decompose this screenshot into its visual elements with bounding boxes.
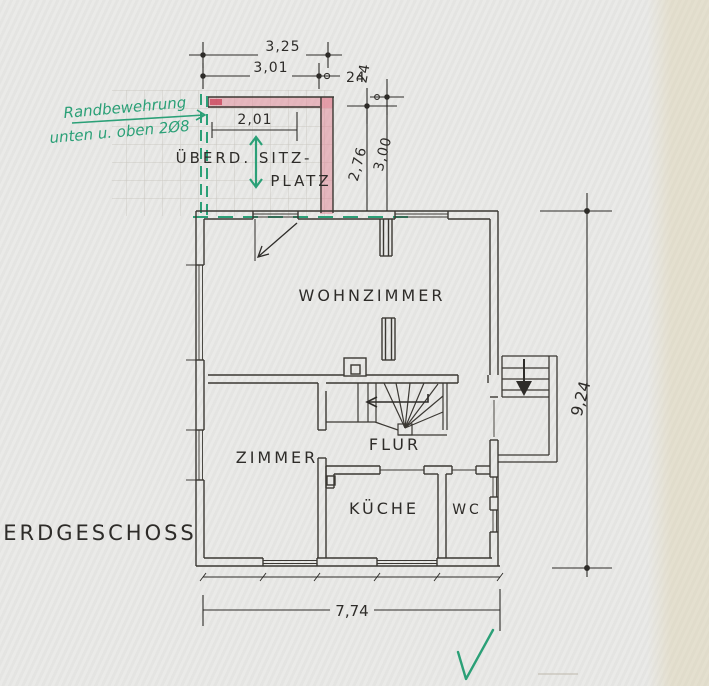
- dimension-text-seating-width: 2,01: [237, 112, 272, 128]
- dimension-marks: [186, 42, 612, 631]
- room-label-kueche: KÜCHE: [349, 499, 419, 518]
- stove-flue: [326, 475, 336, 486]
- dimension-text-depth-outer: 3,00: [371, 135, 396, 173]
- highlighted-wall-pink: [208, 97, 333, 214]
- entrance-steps: [498, 355, 558, 463]
- covered-seating-area: ÜBERD. SITZ- PLATZ: [112, 90, 413, 218]
- left-window-living: [198, 265, 203, 360]
- staircase: [326, 382, 448, 436]
- floor-title: ERDGESCHOSS: [3, 521, 197, 545]
- seating-label-line1: ÜBERD. SITZ-: [176, 148, 313, 167]
- stair-direction-arrow: [365, 394, 429, 408]
- note-arrow-icon: [71, 109, 207, 124]
- dimension-text-top-outer: 3,25: [265, 39, 300, 55]
- chimney: [343, 357, 367, 377]
- entrance-arrow-icon: [516, 359, 532, 396]
- tile-hatch: [112, 90, 332, 216]
- dimension-text-top-inner: 3,01: [253, 60, 288, 76]
- terrace-door-window: [253, 213, 298, 218]
- dimension-text-24b: 24: [354, 62, 373, 84]
- bottom-window-kitchen: [377, 560, 437, 564]
- bottom-window-room: [263, 560, 317, 564]
- top-window: [395, 213, 448, 218]
- room-label-flur: FLUR: [369, 435, 421, 454]
- flue-shaft-mid: [381, 317, 396, 361]
- double-arrow-icon: [249, 135, 263, 189]
- dimension-text-house-width: 7,74: [335, 602, 368, 620]
- door-swing-arrow: [254, 219, 298, 261]
- wc-window-b: [492, 510, 497, 532]
- dimension-text-24a: 24: [346, 70, 366, 86]
- interior-walls: [208, 219, 490, 558]
- checkmark-icon: [456, 628, 495, 681]
- room-label-wohnzimmer: WOHNZIMMER: [299, 286, 446, 305]
- room-label-zimmer: ZIMMER: [236, 448, 319, 467]
- seating-label-line2: PLATZ: [270, 172, 331, 190]
- house-walls: [195, 210, 500, 567]
- seating-wall-outline: [207, 96, 334, 213]
- flue-shaft-upper: [379, 219, 393, 257]
- dimension-text-house-depth: 9,24: [567, 379, 595, 418]
- left-window-room: [198, 430, 203, 480]
- room-label-wc: WC: [452, 502, 482, 518]
- wc-window-a: [492, 477, 497, 497]
